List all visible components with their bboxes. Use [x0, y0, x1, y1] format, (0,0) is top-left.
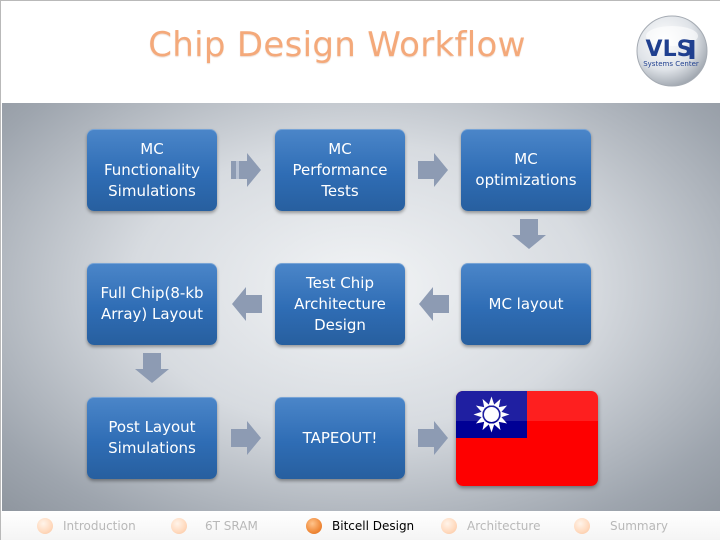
slide-title: Chip Design Workflow	[148, 25, 526, 65]
step-label: Full Chip(8-kb Array) Layout	[100, 284, 204, 323]
nav-item-6t-sram[interactable]: 6T SRAM	[171, 511, 258, 540]
vlsi-logo-icon: VLS I Systems Center	[636, 15, 708, 87]
step-full-chip: Full Chip(8-kb Array) Layout	[87, 263, 217, 345]
step-label: TAPEOUT!	[302, 428, 378, 447]
step-tapeout: TAPEOUT!	[275, 397, 405, 479]
step-mc-performance: MC Performance Tests	[275, 129, 405, 211]
nav-dot-icon	[306, 518, 322, 534]
step-label: MC Functionality Simulations	[103, 139, 201, 200]
step-mc-layout: MC layout	[461, 263, 591, 345]
nav-label: Introduction	[63, 519, 136, 533]
nav-label: Architecture	[467, 519, 541, 533]
footer-nav: Introduction 6T SRAM Bitcell Design Arch…	[1, 511, 720, 540]
nav-item-architecture[interactable]: Architecture	[441, 511, 540, 540]
nav-dot-icon	[441, 518, 457, 534]
arrow-down-icon	[135, 353, 169, 383]
step-post-layout: Post Layout Simulations	[87, 397, 217, 479]
nav-label: Summary	[610, 519, 668, 533]
logo-text-sub: Systems Center	[643, 60, 699, 68]
arrow-left-icon	[232, 287, 262, 321]
nav-label: 6T SRAM	[205, 519, 258, 533]
arrow-right-icon	[231, 153, 261, 187]
slide-header: Chip Design Workflow VLS I Systems Cente…	[1, 1, 720, 103]
step-mc-optimizations: MC optimizations	[461, 129, 591, 211]
step-mc-functionality: MC Functionality Simulations	[87, 129, 217, 211]
nav-dot-icon	[37, 518, 53, 534]
logo-text-main: VLS	[646, 37, 693, 62]
nav-item-bitcell-design[interactable]: Bitcell Design	[306, 511, 414, 540]
nav-label: Bitcell Design	[332, 519, 415, 533]
step-label: Test Chip Architecture Design	[294, 273, 386, 334]
step-label: MC layout	[488, 294, 564, 313]
arrow-right-icon	[418, 421, 448, 455]
arrow-right-icon	[231, 421, 261, 455]
step-label: MC optimizations	[475, 150, 577, 189]
taiwan-flag-icon	[456, 391, 598, 486]
arrow-right-icon	[418, 153, 448, 187]
nav-dot-icon	[574, 518, 590, 534]
nav-item-introduction[interactable]: Introduction	[37, 511, 136, 540]
nav-dot-icon	[171, 518, 187, 534]
step-label: MC Performance Tests	[292, 139, 388, 200]
arrow-left-icon	[419, 287, 449, 321]
step-test-chip: Test Chip Architecture Design	[275, 263, 405, 345]
arrow-down-icon	[512, 219, 546, 249]
nav-item-summary[interactable]: Summary	[574, 511, 668, 540]
step-label: Post Layout Simulations	[108, 418, 196, 457]
svg-text:I: I	[687, 36, 697, 66]
